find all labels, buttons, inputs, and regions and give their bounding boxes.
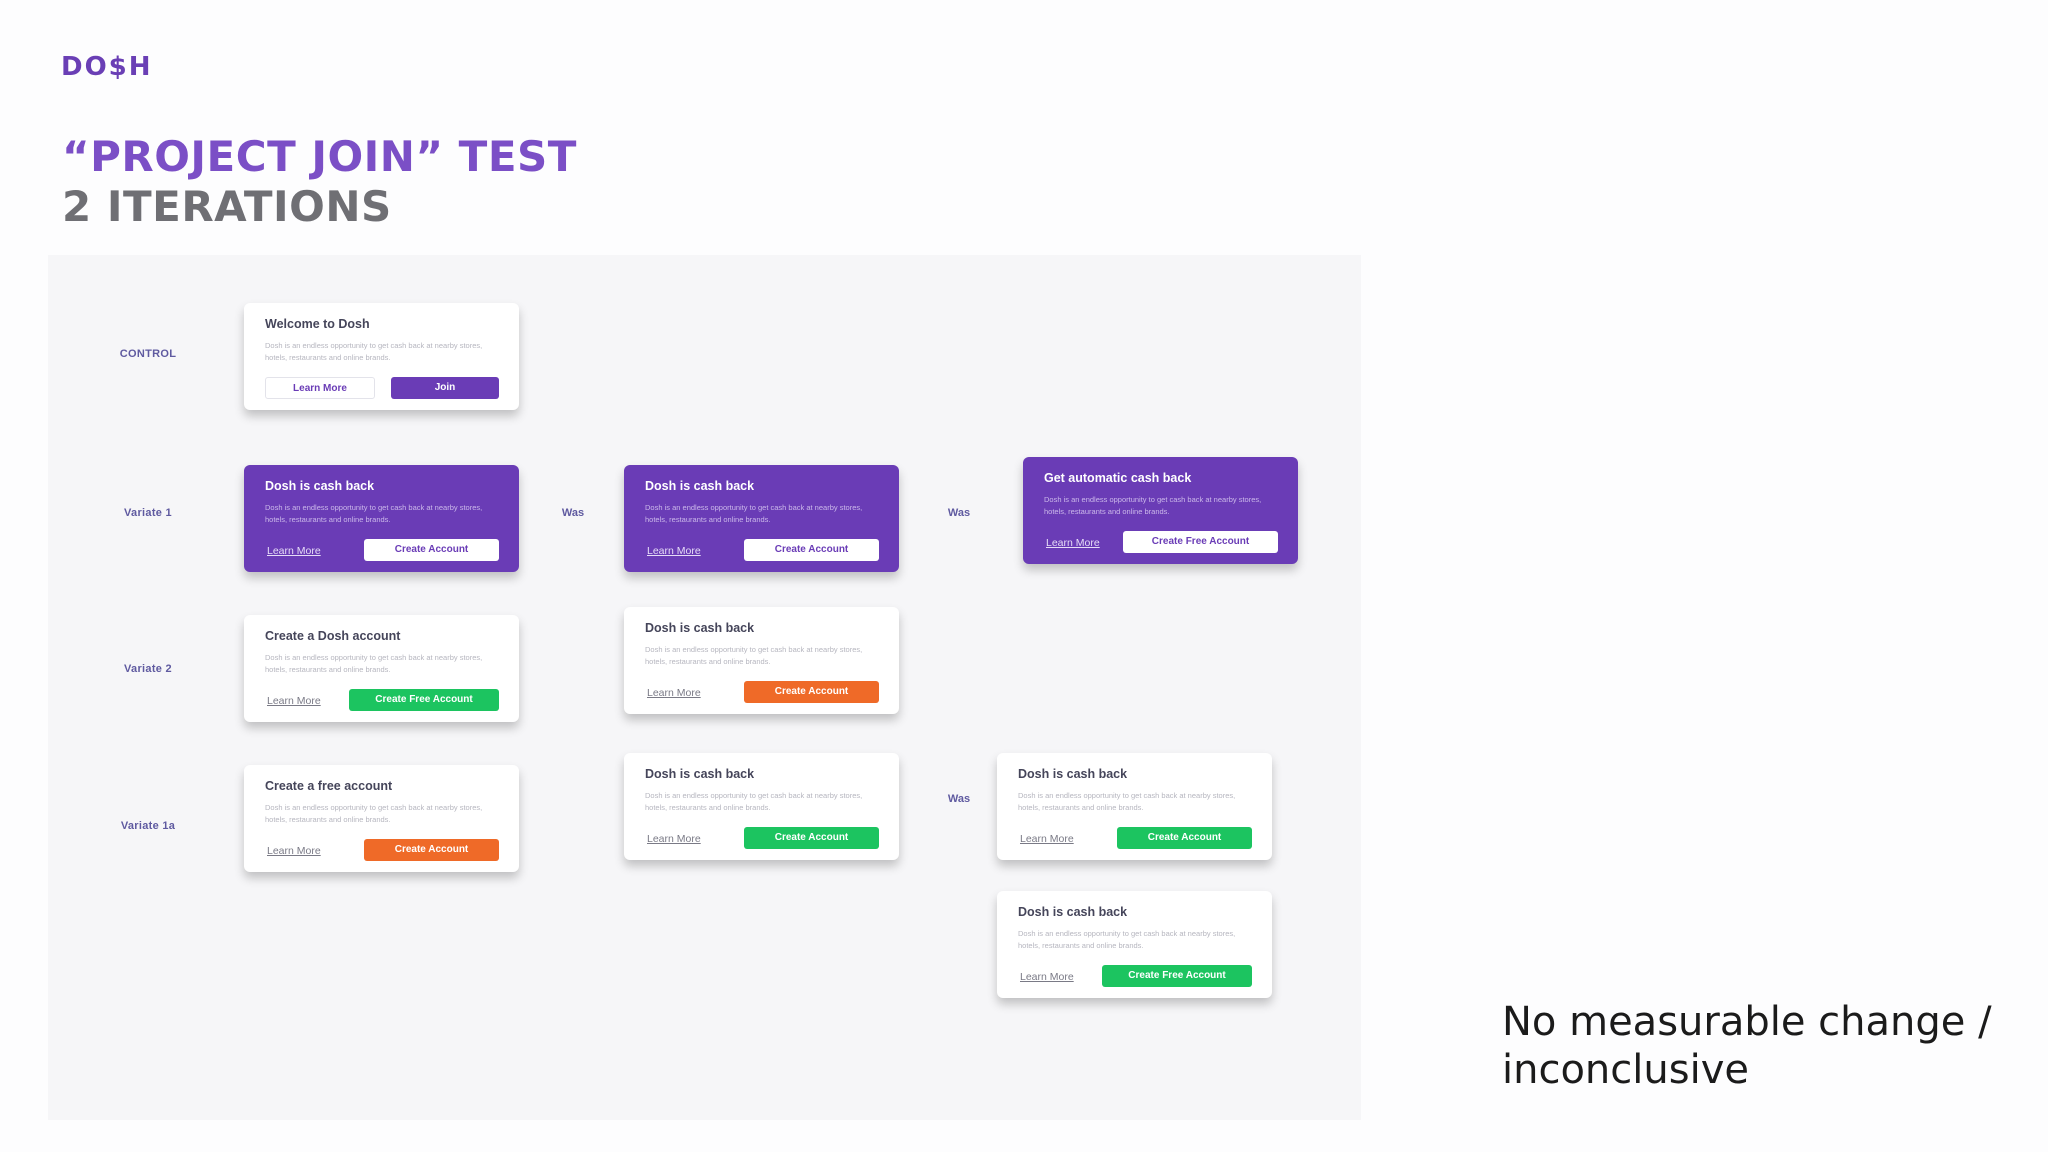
- card-title: Dosh is cash back: [1018, 767, 1128, 781]
- variate-1-previous-card: Dosh is cash back Dosh is an endless opp…: [624, 465, 899, 572]
- learn-more-link[interactable]: Learn More: [647, 545, 701, 557]
- variate-1a-previous-card: Dosh is cash back Dosh is an endless opp…: [997, 753, 1272, 860]
- dosh-logo: DO$H: [61, 52, 153, 82]
- card-body: Dosh is an endless opportunity to get ca…: [1018, 929, 1236, 950]
- was-label: Was: [561, 507, 585, 519]
- learn-more-link[interactable]: Learn More: [267, 545, 321, 557]
- row-label-control: CONTROL: [119, 348, 177, 360]
- variate-1-card: Dosh is cash back Dosh is an endless opp…: [244, 465, 519, 572]
- row-label-variate-2: Variate 2: [124, 663, 172, 675]
- card-body: Dosh is an endless opportunity to get ca…: [645, 503, 863, 524]
- variate-2-alt-card: Dosh is cash back Dosh is an endless opp…: [624, 607, 899, 714]
- card-title: Dosh is cash back: [645, 767, 755, 781]
- card-title: Welcome to Dosh: [265, 317, 370, 331]
- card-body: Dosh is an endless opportunity to get ca…: [1044, 495, 1262, 516]
- create-free-account-button[interactable]: Create Free Account: [1102, 965, 1252, 987]
- learn-more-link[interactable]: Learn More: [1020, 833, 1074, 845]
- card-body: Dosh is an endless opportunity to get ca…: [265, 803, 483, 824]
- create-account-button[interactable]: Create Account: [1117, 827, 1252, 849]
- create-account-button[interactable]: Create Account: [364, 839, 499, 861]
- card-body: Dosh is an endless opportunity to get ca…: [265, 503, 483, 524]
- learn-more-button[interactable]: Learn More: [265, 377, 375, 399]
- variate-1a-original-card: Dosh is cash back Dosh is an endless opp…: [997, 891, 1272, 998]
- card-title: Dosh is cash back: [645, 479, 755, 493]
- variate-2-card: Create a Dosh account Dosh is an endless…: [244, 615, 519, 722]
- variant-board: CONTROL Variate 1 Variate 2 Variate 1a W…: [48, 255, 1361, 1120]
- card-title: Dosh is cash back: [645, 621, 755, 635]
- learn-more-link[interactable]: Learn More: [647, 687, 701, 699]
- was-label: Was: [947, 507, 971, 519]
- card-title: Dosh is cash back: [265, 479, 375, 493]
- result-note: No measurable change / inconclusive: [1502, 999, 1992, 1093]
- learn-more-link[interactable]: Learn More: [267, 845, 321, 857]
- card-title: Create a Dosh account: [265, 629, 401, 643]
- card-body: Dosh is an endless opportunity to get ca…: [265, 653, 483, 674]
- create-free-account-button[interactable]: Create Free Account: [1123, 531, 1278, 553]
- create-account-button[interactable]: Create Account: [744, 827, 879, 849]
- card-body: Dosh is an endless opportunity to get ca…: [1018, 791, 1236, 812]
- card-body: Dosh is an endless opportunity to get ca…: [265, 341, 483, 362]
- create-free-account-button[interactable]: Create Free Account: [349, 689, 499, 711]
- learn-more-link[interactable]: Learn More: [1046, 537, 1100, 549]
- create-account-button[interactable]: Create Account: [364, 539, 499, 561]
- join-button[interactable]: Join: [391, 377, 499, 399]
- create-account-button[interactable]: Create Account: [744, 539, 879, 561]
- create-account-button[interactable]: Create Account: [744, 681, 879, 703]
- card-title: Create a free account: [265, 779, 393, 793]
- learn-more-link[interactable]: Learn More: [267, 695, 321, 707]
- row-label-variate-1a: Variate 1a: [120, 820, 176, 832]
- learn-more-link[interactable]: Learn More: [647, 833, 701, 845]
- row-label-variate-1: Variate 1: [124, 507, 172, 519]
- was-label: Was: [947, 793, 971, 805]
- card-title: Get automatic cash back: [1044, 471, 1192, 485]
- page-subtitle: 2 ITERATIONS: [62, 182, 392, 231]
- card-body: Dosh is an endless opportunity to get ca…: [645, 791, 863, 812]
- card-body: Dosh is an endless opportunity to get ca…: [645, 645, 863, 666]
- control-card: Welcome to Dosh Dosh is an endless oppor…: [244, 303, 519, 410]
- learn-more-link[interactable]: Learn More: [1020, 971, 1074, 983]
- variate-1a-card: Create a free account Dosh is an endless…: [244, 765, 519, 872]
- card-title: Dosh is cash back: [1018, 905, 1128, 919]
- variate-1-original-card: Get automatic cash back Dosh is an endle…: [1023, 457, 1298, 564]
- page-title: “PROJECT JOIN” TEST: [62, 132, 577, 181]
- variate-1a-alt-card: Dosh is cash back Dosh is an endless opp…: [624, 753, 899, 860]
